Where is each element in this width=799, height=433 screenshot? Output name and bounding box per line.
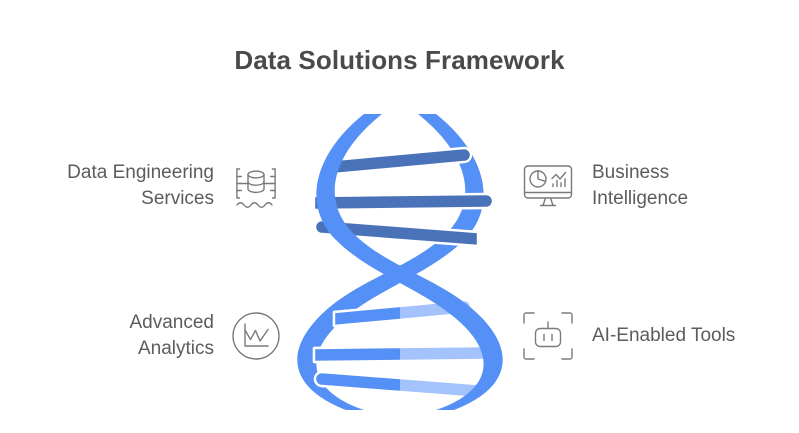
feature-label-ai-enabled-tools: AI-Enabled Tools — [592, 325, 736, 346]
line-chart-circle-icon — [232, 312, 280, 360]
database-pipeline-icon — [236, 168, 276, 208]
feature-advanced-analytics[interactable]: Advanced Analytics — [24, 308, 284, 364]
feature-business-intelligence[interactable]: Business Intelligence — [520, 158, 780, 214]
feature-ai-enabled-tools[interactable]: AI-Enabled Tools — [520, 308, 785, 364]
feature-data-engineering[interactable]: Data Engineering Services — [24, 158, 284, 214]
dna-double-helix-graphic — [297, 114, 503, 410]
helix-strand-front — [316, 114, 503, 410]
robot-scan-icon — [523, 312, 573, 360]
monitor-dashboard-icon — [523, 165, 573, 207]
feature-label-business-intelligence: Business Intelligence — [592, 162, 689, 209]
page-title: Data Solutions Framework — [234, 45, 565, 75]
feature-label-data-engineering: Data Engineering Services — [67, 162, 214, 209]
helix-rungs-top — [312, 146, 495, 248]
feature-label-advanced-analytics: Advanced Analytics — [129, 312, 214, 359]
